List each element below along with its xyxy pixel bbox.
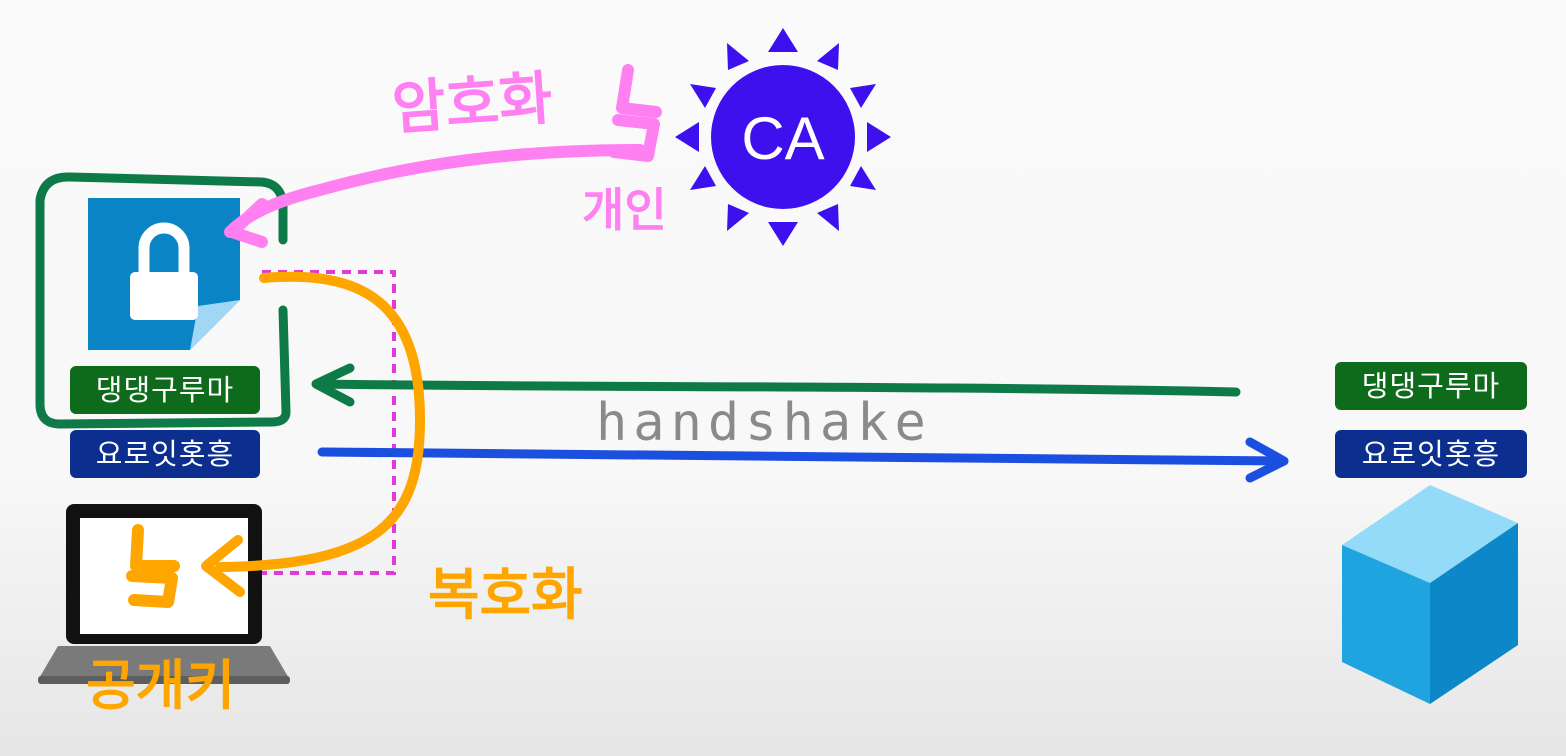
certificate-frame	[35, 172, 291, 429]
decrypt-label: 복호화	[428, 563, 583, 628]
private-key-label: 개인	[582, 183, 667, 237]
pink-encrypt-arrow	[224, 144, 646, 248]
dashed-bracket	[208, 270, 396, 575]
orange-decrypt-arrow	[201, 271, 425, 597]
key-icon	[608, 64, 662, 162]
server-green-tag: 댕댕구루마	[1335, 362, 1527, 410]
ca-label: CA	[741, 105, 824, 172]
key-icon	[126, 524, 180, 608]
handshake-label: handshake	[596, 393, 932, 453]
encrypt-label: 암호화	[390, 64, 554, 143]
client-navy-tag: 요로잇홋흥	[70, 430, 260, 478]
ca-sun-icon: CA	[675, 28, 891, 246]
server-navy-tag: 요로잇홋흥	[1335, 430, 1527, 478]
certificate-lock-icon	[88, 198, 240, 350]
public-key-label: 공개키	[86, 654, 235, 717]
green-arrow	[311, 363, 1241, 407]
server-cube-icon	[1342, 485, 1518, 704]
client-green-tag: 댕댕구루마	[70, 366, 260, 414]
blue-arrow	[317, 437, 1289, 483]
